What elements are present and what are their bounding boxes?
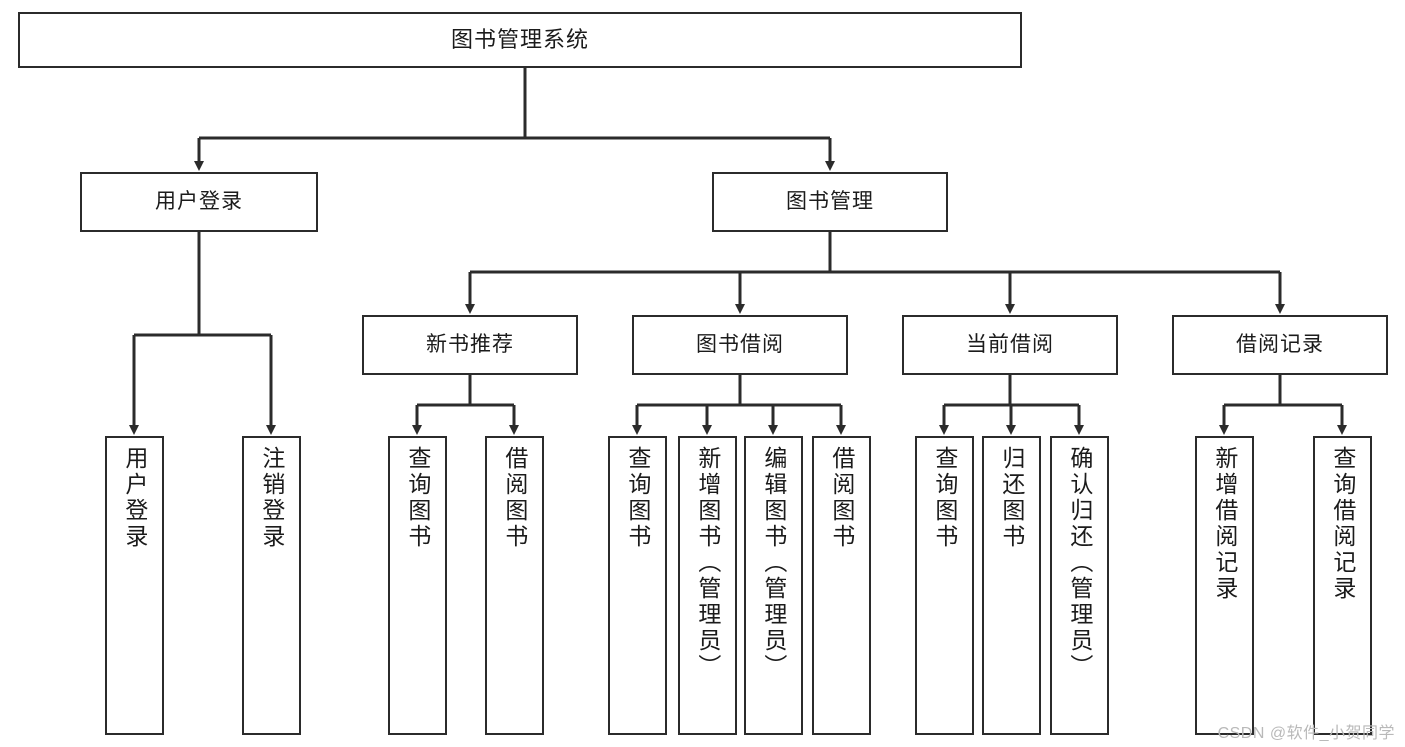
leaf-confirm-return-admin[interactable]: 确认归还（管理员） (1050, 436, 1109, 735)
node-user-login[interactable]: 用户登录 (80, 172, 318, 232)
leaf-edit-book-admin[interactable]: 编辑图书（管理员） (744, 436, 803, 735)
leaf-add-book-admin[interactable]: 新增图书（管理员） (678, 436, 737, 735)
node-label: 编辑图书（管理员） (760, 446, 787, 680)
node-book-management[interactable]: 图书管理 (712, 172, 948, 232)
node-label: 图书管理系统 (450, 27, 589, 53)
leaf-return-books[interactable]: 归还图书 (982, 436, 1041, 735)
node-new-book-recommendation[interactable]: 新书推荐 (362, 315, 578, 375)
node-root-book-management-system[interactable]: 图书管理系统 (18, 12, 1022, 68)
node-label: 用户登录 (121, 446, 148, 550)
node-label: 查询借阅记录 (1329, 446, 1356, 602)
leaf-query-books-borrowing[interactable]: 查询图书 (608, 436, 667, 735)
node-label: 查询图书 (624, 446, 651, 550)
node-borrowing-records[interactable]: 借阅记录 (1172, 315, 1388, 375)
node-label: 借阅记录 (1236, 332, 1324, 356)
node-label: 新增借阅记录 (1211, 446, 1238, 602)
node-current-borrowing[interactable]: 当前借阅 (902, 315, 1118, 375)
node-label: 确认归还（管理员） (1066, 446, 1093, 680)
node-label: 借阅图书 (828, 446, 855, 550)
node-label: 图书借阅 (696, 332, 784, 356)
node-label: 新增图书（管理员） (694, 446, 721, 680)
node-label: 新书推荐 (426, 332, 514, 356)
leaf-logout[interactable]: 注销登录 (242, 436, 301, 735)
node-label: 注销登录 (258, 446, 285, 550)
node-book-borrowing[interactable]: 图书借阅 (632, 315, 848, 375)
leaf-query-borrow-record[interactable]: 查询借阅记录 (1313, 436, 1372, 735)
node-label: 归还图书 (998, 446, 1025, 550)
leaf-borrow-books-new-recommend[interactable]: 借阅图书 (485, 436, 544, 735)
node-label: 图书管理 (786, 189, 874, 213)
node-label: 借阅图书 (501, 446, 528, 550)
leaf-add-borrow-record[interactable]: 新增借阅记录 (1195, 436, 1254, 735)
node-label: 当前借阅 (966, 332, 1054, 356)
node-label: 用户登录 (155, 189, 243, 213)
leaf-borrow-books-borrowing[interactable]: 借阅图书 (812, 436, 871, 735)
leaf-query-books-new-recommend[interactable]: 查询图书 (388, 436, 447, 735)
node-label: 查询图书 (404, 446, 431, 550)
leaf-user-login[interactable]: 用户登录 (105, 436, 164, 735)
watermark-text: CSDN @软件_小贺同学 (1217, 725, 1395, 742)
leaf-query-books-current[interactable]: 查询图书 (915, 436, 974, 735)
node-label: 查询图书 (931, 446, 958, 550)
